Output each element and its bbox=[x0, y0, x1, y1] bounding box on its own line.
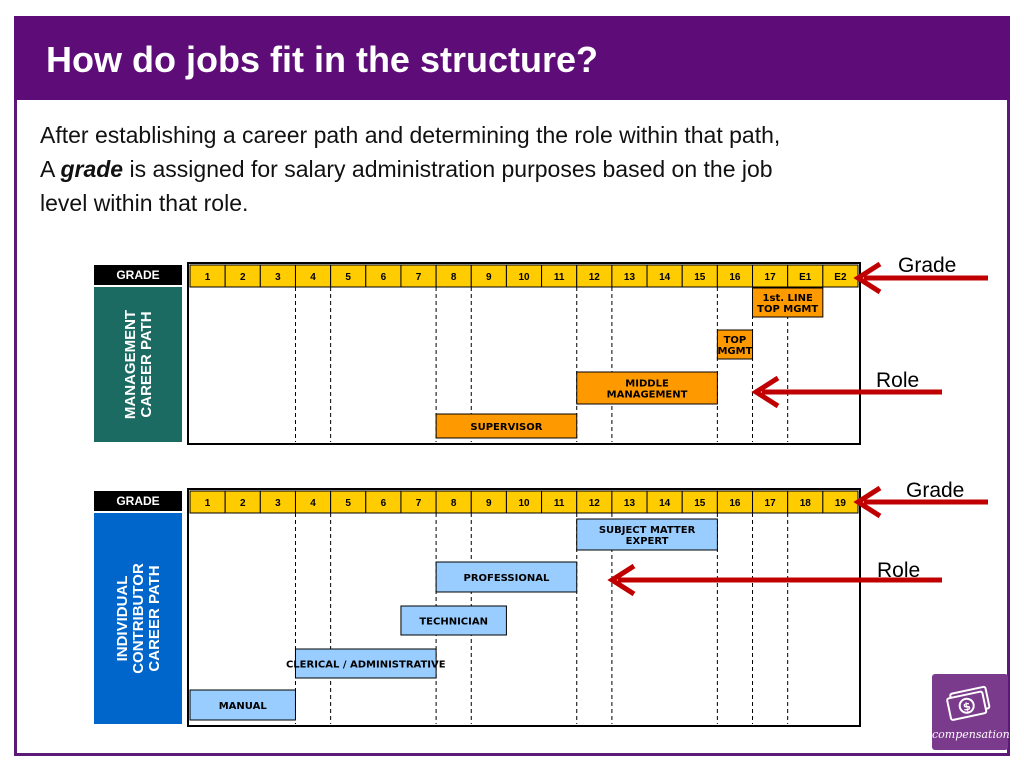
individual-role-arrowhead bbox=[607, 563, 636, 597]
compensation-badge: $ compensation bbox=[932, 674, 1010, 750]
intro-line-2: A grade is assigned for salary administr… bbox=[40, 152, 990, 186]
individual-role-bar bbox=[294, 648, 437, 679]
management-grade-header bbox=[94, 265, 182, 285]
individual-grade-number: 10 bbox=[518, 498, 530, 509]
individual-grade-number: 19 bbox=[835, 498, 847, 509]
management-grade-callout: Grade bbox=[898, 254, 956, 277]
intro-text: After establishing a career path and det… bbox=[40, 118, 990, 220]
management-grade-number: 15 bbox=[694, 272, 706, 283]
individual-role-label: TECHNICIAN bbox=[419, 617, 488, 628]
intro-line-3: level within that role. bbox=[40, 190, 249, 216]
management-grade-number: 3 bbox=[275, 272, 281, 283]
management-role-arrowhead bbox=[751, 375, 780, 409]
individual-role-bar bbox=[576, 518, 718, 551]
individual-grade-number: 5 bbox=[345, 498, 351, 509]
intro-keyword-grade: grade bbox=[60, 156, 124, 182]
individual-grade-number: 13 bbox=[624, 498, 636, 509]
management-grade-arrowhead bbox=[853, 261, 882, 295]
individual-role-bar bbox=[435, 561, 578, 593]
individual-grade-number: 15 bbox=[694, 498, 706, 509]
individual-grade-number: 2 bbox=[240, 498, 246, 509]
slide-title: How do jobs fit in the structure? bbox=[46, 39, 598, 80]
management-role-bar bbox=[576, 371, 718, 405]
management-grade-number: 8 bbox=[451, 272, 457, 283]
individual-grade-arrowhead bbox=[853, 485, 882, 519]
management-grade-number: 12 bbox=[589, 272, 601, 283]
title-bar bbox=[14, 16, 1010, 100]
svg-text:$: $ bbox=[962, 700, 972, 714]
individual-grade-number: 17 bbox=[765, 498, 777, 509]
management-grade-number: E1 bbox=[799, 272, 812, 283]
individual-role-bar bbox=[189, 689, 296, 721]
management-grade-number: 17 bbox=[765, 272, 777, 283]
individual-grade-number: 18 bbox=[800, 498, 812, 509]
individual-grade-number: 3 bbox=[275, 498, 281, 509]
management-grade-number: 13 bbox=[624, 272, 636, 283]
intro-line-2-prefix: A bbox=[40, 156, 61, 182]
individual-grade-number: 11 bbox=[554, 498, 565, 509]
individual-role-bar bbox=[400, 605, 507, 636]
individual-grade-number: 7 bbox=[416, 498, 422, 509]
individual-role-label: PROFESSIONAL bbox=[463, 573, 549, 584]
management-grade-number: 14 bbox=[659, 272, 671, 283]
individual-grade-number: 8 bbox=[451, 498, 457, 509]
management-grade-number: 7 bbox=[416, 272, 422, 283]
intro-line-2-suffix: is assigned for salary administration pu… bbox=[123, 156, 773, 182]
individual-grade-number: 12 bbox=[589, 498, 601, 509]
individual-grade-number: 16 bbox=[729, 498, 741, 509]
management-role-label: SUPERVISOR bbox=[470, 422, 542, 433]
management-grade-number: 4 bbox=[310, 272, 316, 283]
management-grade-number: 1 bbox=[205, 272, 211, 283]
management-path-block bbox=[94, 287, 182, 442]
individual-role-label: MANUAL bbox=[219, 701, 268, 712]
individual-grade-number: 4 bbox=[310, 498, 316, 509]
management-grade-number: 2 bbox=[240, 272, 246, 283]
management-grade-number: 9 bbox=[486, 272, 492, 283]
individual-grade-number: 14 bbox=[659, 498, 671, 509]
management-grade-number: 10 bbox=[518, 272, 530, 283]
intro-line-1: After establishing a career path and det… bbox=[40, 122, 781, 148]
individual-grid-box bbox=[187, 488, 861, 727]
individual-path-block bbox=[94, 513, 182, 724]
management-grade-number: 16 bbox=[729, 272, 741, 283]
management-grade-number: 5 bbox=[345, 272, 351, 283]
management-grade-header-label: GRADE bbox=[116, 268, 159, 282]
management-grade-number: 6 bbox=[381, 272, 387, 283]
individual-grade-header bbox=[94, 491, 182, 511]
individual-grade-number: 1 bbox=[205, 498, 211, 509]
money-icon: $ bbox=[946, 685, 991, 721]
individual-path-label: INDIVIDUALCONTRIBUTORCAREER PATH bbox=[114, 563, 163, 674]
individual-role-callout: Role bbox=[877, 559, 920, 582]
individual-role-label: CLERICAL / ADMINISTRATIVE bbox=[286, 660, 446, 671]
management-path-label: MANAGEMENTCAREER PATH bbox=[122, 310, 155, 419]
management-grade-number: E2 bbox=[834, 272, 847, 283]
management-role-bar bbox=[716, 329, 754, 360]
individual-grade-callout: Grade bbox=[906, 479, 964, 502]
badge-label: compensation bbox=[932, 728, 1010, 741]
management-role-bar bbox=[435, 413, 578, 439]
management-grade-number: 11 bbox=[554, 272, 565, 283]
management-role-bar bbox=[752, 287, 824, 318]
individual-grade-header-label: GRADE bbox=[116, 494, 159, 508]
individual-grade-number: 6 bbox=[381, 498, 387, 509]
individual-grade-number: 9 bbox=[486, 498, 492, 509]
management-role-callout: Role bbox=[876, 369, 919, 392]
